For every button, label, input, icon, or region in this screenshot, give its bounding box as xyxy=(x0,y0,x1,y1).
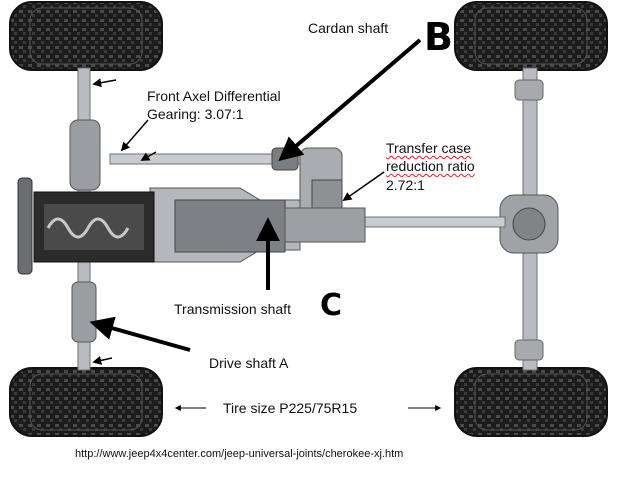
label-url: http://www.jeep4x4center.com/jeep-univer… xyxy=(75,448,404,460)
label-drive-shaft-a: Drive shaft A xyxy=(209,355,289,371)
label-tire-size: Tire size P225/75R15 xyxy=(223,400,358,416)
tire-front-left xyxy=(9,1,163,71)
arrow-bottom-tire xyxy=(92,356,113,365)
label-front-axle-2: Gearing: 3.07:1 xyxy=(147,106,244,122)
tire-front-right xyxy=(454,1,608,71)
engine xyxy=(17,177,155,275)
label-front-axle-1: Front Axel Differential xyxy=(147,88,281,104)
arrow-front-diff-2 xyxy=(140,151,157,161)
arrow-drive-shaft-a xyxy=(89,316,191,352)
arrow-cardan xyxy=(278,38,422,162)
arrow-front-diff xyxy=(120,119,149,152)
handwritten-c: C xyxy=(320,288,343,323)
handwritten-b: B xyxy=(424,15,453,59)
label-transfer-2: reduction ratio xyxy=(386,158,475,174)
arrow-top-tire xyxy=(92,78,117,88)
rear-drive-shaft xyxy=(359,216,506,228)
cardan-shaft xyxy=(109,147,301,171)
arrow-transfer xyxy=(342,171,385,202)
rear-axle xyxy=(499,67,559,371)
label-transfer-1: Transfer case xyxy=(386,140,472,156)
tire-rear-left xyxy=(9,367,163,437)
label-cardan-shaft: Cardan shaft xyxy=(308,20,389,36)
tire-rear-right xyxy=(454,367,608,437)
label-transfer-3: 2.72:1 xyxy=(386,177,425,193)
label-transmission-shaft: Transmission shaft xyxy=(174,301,291,317)
